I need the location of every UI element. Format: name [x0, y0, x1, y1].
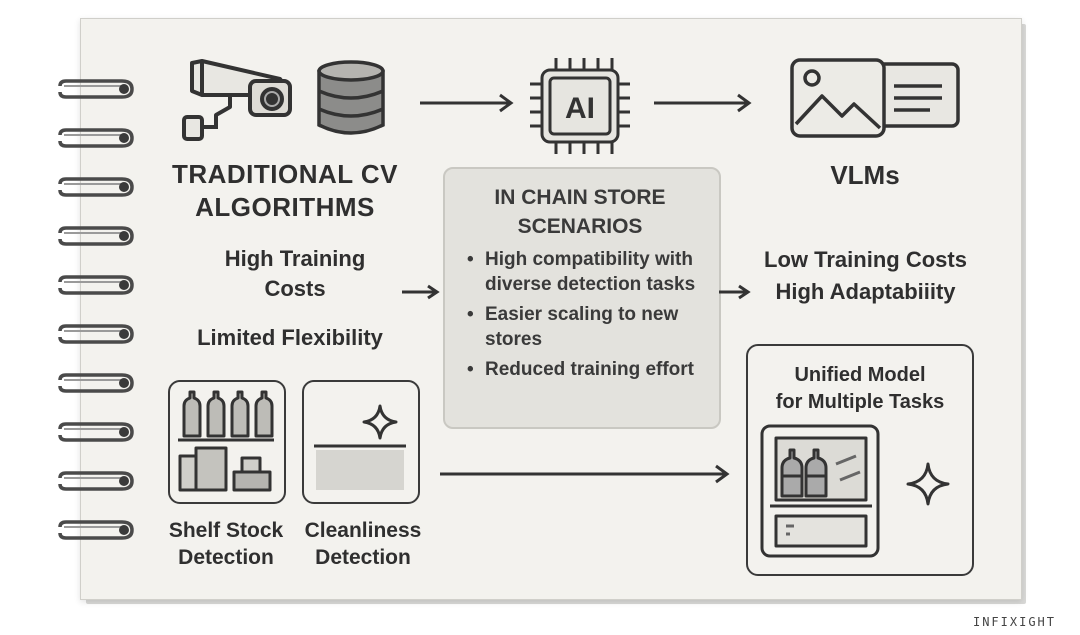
arrow-right-icon [654, 93, 752, 113]
shelf-stock-label-line2: Detection [178, 546, 274, 569]
database-icon [317, 60, 385, 135]
spiral-ring [58, 226, 134, 246]
scenarios-bullet-list: High compatibility with diverse detectio… [467, 247, 712, 386]
high-adaptability-label: High Adaptabiiity [775, 279, 956, 304]
arrow-right-icon [402, 284, 440, 300]
brand-watermark: INFIXIGHT [972, 615, 1056, 629]
spiral-ring [58, 324, 134, 344]
image-text-icon [790, 58, 960, 138]
shelf-stock-icon [178, 390, 274, 492]
chain-store-scenarios-panel [443, 167, 721, 429]
scenarios-title-line1: IN CHAIN STORE [494, 186, 666, 209]
ai-chip-label: AI [565, 92, 595, 125]
floor-sparkle-icon [314, 404, 406, 490]
spiral-ring [58, 79, 134, 99]
spiral-ring [58, 275, 134, 295]
traditional-cv-title-line2: ALGORITHMS [195, 192, 375, 222]
high-training-costs-line1: High Training [224, 246, 366, 271]
bullet-item: Easier scaling to new stores [467, 302, 712, 352]
unified-model-line1: Unified Model [794, 364, 926, 386]
shelf-display-icon [760, 424, 880, 558]
sparkle-icon [906, 462, 950, 506]
vlms-title: VLMs [830, 160, 900, 190]
spiral-ring [58, 177, 134, 197]
unified-model-line2: for Multiple Tasks [775, 391, 945, 413]
spiral-ring [58, 373, 134, 393]
traditional-cv-title-line1: TRADITIONAL CV [171, 159, 399, 189]
limited-flexibility-label: Limited Flexibility [197, 325, 383, 350]
spiral-ring [58, 422, 134, 442]
ai-chip-icon: AI [530, 58, 630, 154]
cleanliness-label-line2: Detection [315, 546, 411, 569]
scenarios-title-line2: SCENARIOS [517, 215, 643, 238]
bullet-item: High compatibility with diverse detectio… [467, 247, 712, 297]
spiral-ring [58, 520, 134, 540]
spiral-ring [58, 471, 134, 491]
shelf-stock-label-line1: Shelf Stock [168, 519, 284, 542]
low-training-costs-label: Low Training Costs [764, 247, 967, 272]
spiral-ring [58, 128, 134, 148]
high-training-costs-line2: Costs [264, 276, 326, 301]
cleanliness-label-line1: Cleanliness [304, 519, 422, 542]
bullet-item: Reduced training effort [467, 357, 712, 382]
arrow-right-icon [420, 93, 514, 113]
arrow-right-icon [440, 464, 730, 484]
arrow-right-icon [719, 284, 751, 300]
security-camera-icon [182, 59, 292, 141]
